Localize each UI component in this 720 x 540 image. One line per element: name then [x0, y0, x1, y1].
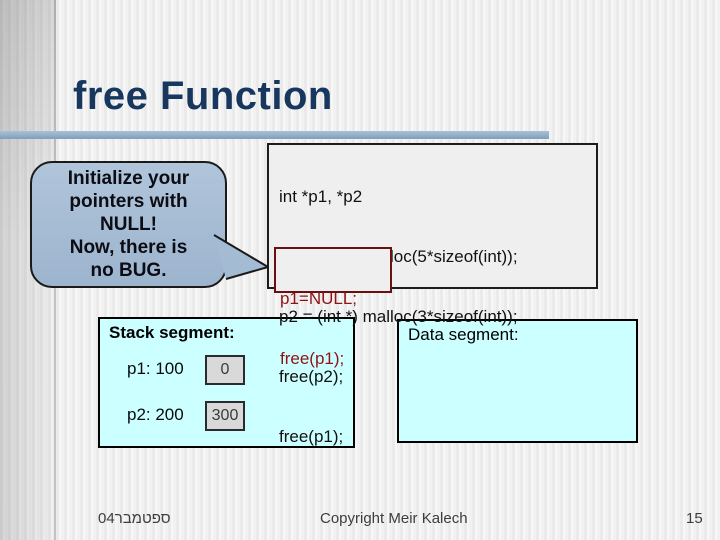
data-segment-box: Data segment:	[397, 319, 638, 443]
stack-segment-box: Stack segment: p1: 100 0 p2: 200 300	[98, 317, 355, 448]
code-line: free(p1);	[279, 427, 344, 446]
stack-cell-p2: 300	[205, 401, 245, 431]
bubble-line: Initialize your	[67, 168, 190, 189]
title-underline-rule	[0, 131, 549, 139]
stack-row-label-p1: p1: 100	[127, 359, 184, 378]
footer-copyright: Copyright Meir Kalech	[320, 510, 468, 527]
stack-row-label-p2: p2: 200	[127, 405, 184, 424]
page-title: free Function	[73, 74, 333, 118]
code-line: p2 = (int *) malloc(3*sizeof(int));	[279, 307, 518, 326]
data-segment-title: Data segment:	[408, 325, 519, 344]
stack-cell-p1: 0	[205, 355, 245, 385]
highlighted-code-line: p1=NULL;	[280, 289, 358, 308]
bubble-line: NULL!	[100, 214, 157, 235]
highlighted-code-line: free(p1);	[280, 349, 345, 368]
bubble-line: Now, there is	[69, 237, 188, 258]
speech-bubble-tail	[213, 234, 269, 280]
bubble-line: no BUG.	[90, 260, 167, 281]
footer-page-number: 15	[686, 510, 703, 527]
stack-segment-title: Stack segment:	[109, 323, 235, 342]
code-line: int *p1, *p2	[279, 187, 363, 206]
speech-bubble: Initialize your pointers with NULL! Now,…	[30, 161, 227, 288]
code-line: free(p2);	[279, 367, 344, 386]
code-block: int *p1, *p2 p1 = (int *) malloc(5*sizeo…	[267, 143, 598, 446]
bubble-line: pointers with	[69, 191, 188, 212]
footer-date: ספטמבר04	[98, 510, 171, 527]
highlighted-code-box: p1=NULL; free(p1);	[274, 247, 392, 368]
